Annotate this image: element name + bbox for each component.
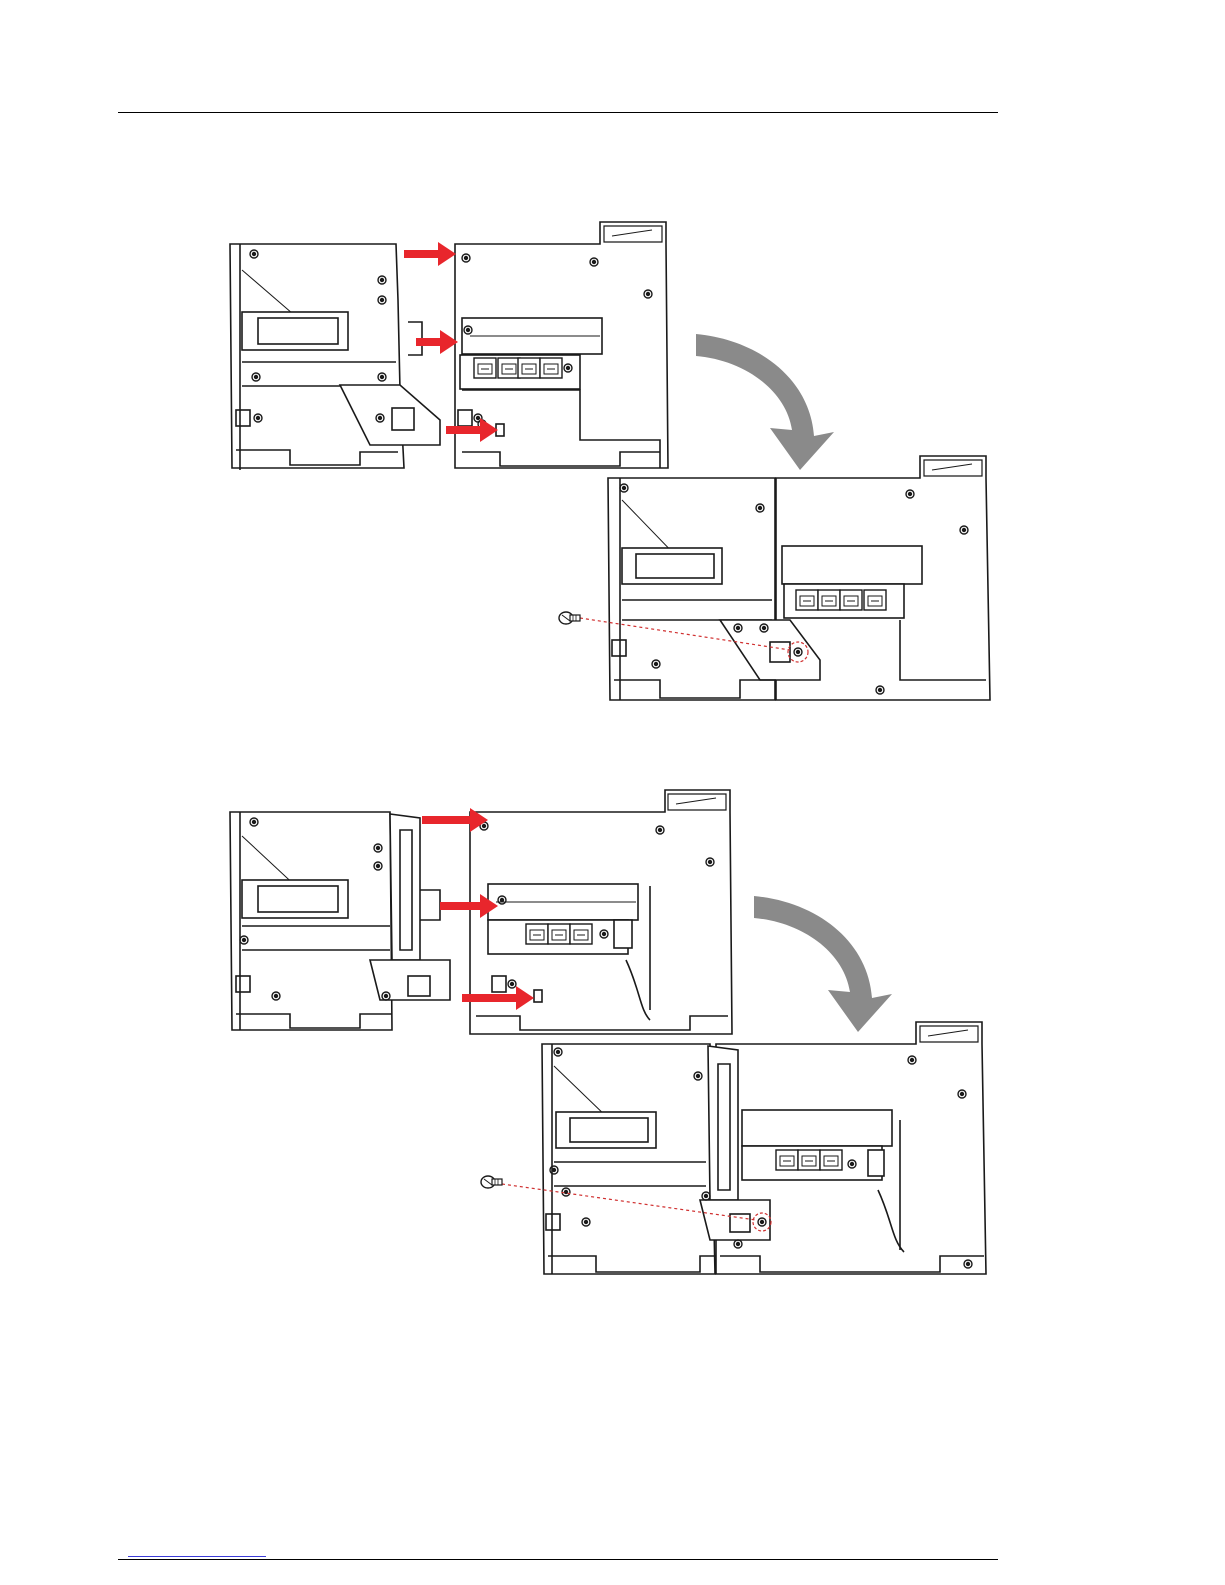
footer-rule bbox=[118, 1559, 998, 1560]
footer-link-underline[interactable] bbox=[128, 1556, 266, 1557]
figure-1 bbox=[230, 222, 990, 700]
screw-icon-2 bbox=[481, 1176, 502, 1188]
rotate-arrow-icon bbox=[696, 334, 834, 470]
expansion-module-left-2 bbox=[230, 812, 450, 1030]
screw-icon bbox=[559, 612, 580, 624]
expansion-module-left bbox=[230, 244, 440, 470]
assembled-unit-1 bbox=[608, 456, 990, 700]
rotate-arrow-icon-2 bbox=[754, 896, 892, 1032]
assembled-unit-2 bbox=[542, 1022, 986, 1274]
figure-2 bbox=[230, 790, 986, 1274]
